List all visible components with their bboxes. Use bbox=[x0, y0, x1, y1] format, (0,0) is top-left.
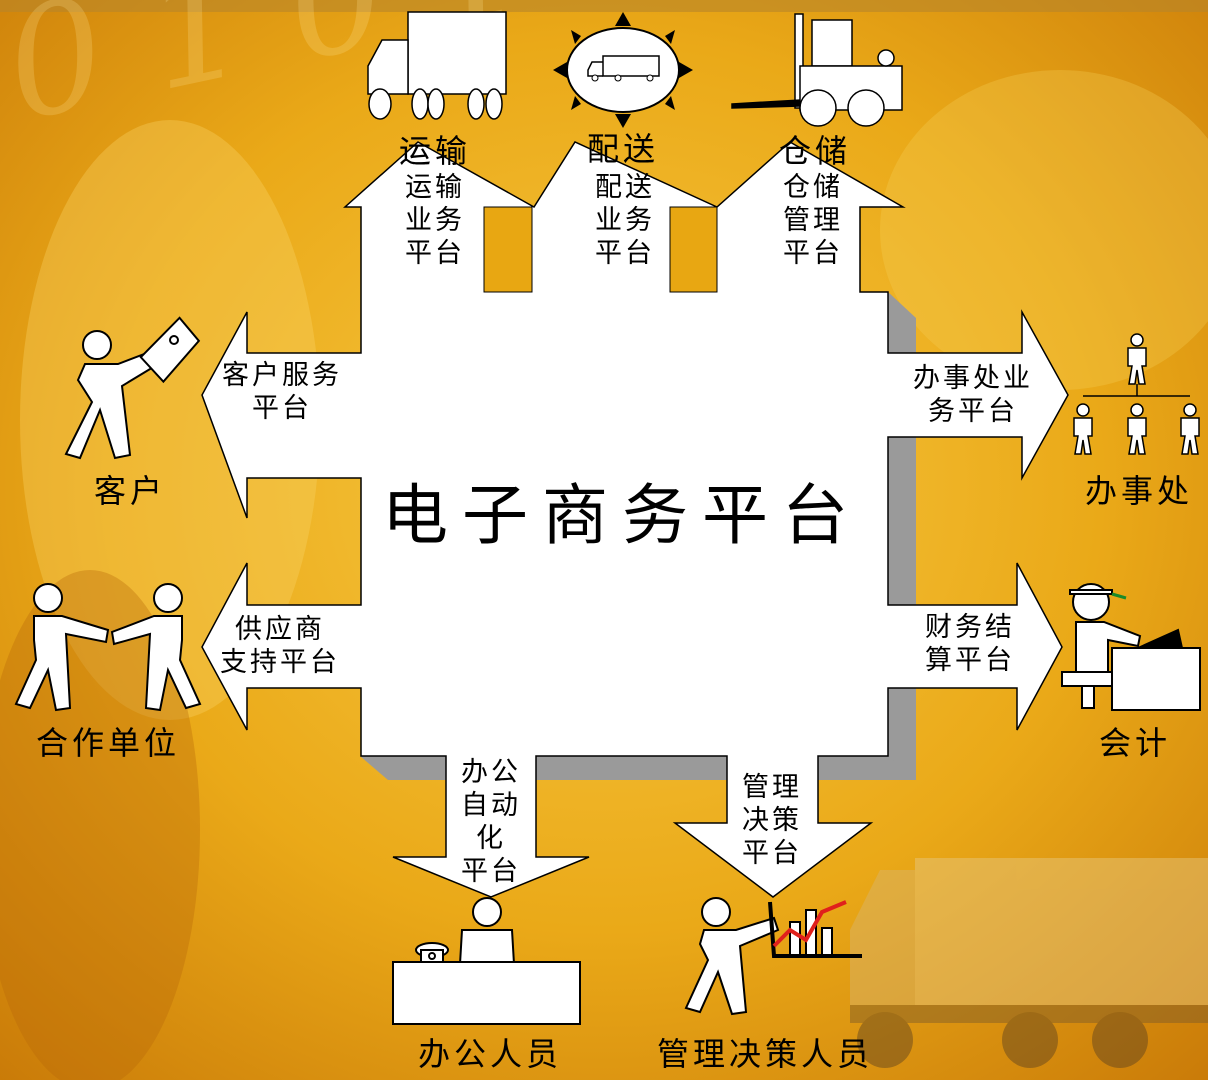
entity-office-staff: 办公人员 bbox=[417, 1035, 562, 1073]
background-truck-icon bbox=[850, 858, 1208, 1068]
entity-partner: 合作单位 bbox=[35, 724, 180, 762]
platform-finance-label: 财务结 算平台 bbox=[925, 612, 1015, 676]
entity-accountant: 会计 bbox=[1098, 724, 1171, 762]
center-title: 电子商务平台 bbox=[382, 477, 862, 554]
accountant-desk-icon bbox=[1061, 583, 1201, 711]
manager-chart-icon bbox=[684, 897, 862, 1016]
platform-supplier-support-label: 供应商 支持平台 bbox=[220, 614, 340, 678]
platform-transport-label: 运输 业务 平台 bbox=[405, 172, 465, 269]
platform-delivery-label: 配送 业务 平台 bbox=[595, 172, 655, 269]
forklift-icon bbox=[731, 13, 903, 127]
truck-icon bbox=[367, 11, 507, 120]
entity-office: 办事处 bbox=[1084, 472, 1193, 510]
delivery-compass-icon bbox=[553, 12, 693, 128]
org-chart-icon bbox=[1073, 333, 1200, 455]
customer-person-icon bbox=[64, 316, 201, 460]
platform-office-automation-label: 办公 自动 化 平台 bbox=[461, 757, 521, 887]
office-worker-desk-icon bbox=[392, 897, 581, 1025]
platform-customer-service-label: 客户服务 平台 bbox=[222, 360, 342, 424]
entity-storage: 仓储 bbox=[778, 132, 851, 170]
entity-transport: 运输 bbox=[398, 132, 471, 170]
background-top-band bbox=[0, 0, 1208, 12]
partners-handshake-icon bbox=[14, 583, 202, 712]
platform-office-business-label: 办事处业 务平台 bbox=[913, 363, 1033, 427]
platform-management-decision-label: 管理 决策 平台 bbox=[742, 772, 802, 869]
platform-shadow bbox=[360, 756, 916, 780]
platform-gap bbox=[483, 206, 533, 293]
platform-storage-label: 仓储 管理 平台 bbox=[783, 172, 843, 269]
entity-delivery: 配送 bbox=[586, 130, 659, 168]
entity-managers: 管理决策人员 bbox=[656, 1035, 873, 1073]
background-glow bbox=[880, 70, 1208, 390]
platform-body bbox=[201, 141, 1069, 898]
entity-customer: 客户 bbox=[93, 472, 166, 510]
platform-shape bbox=[201, 141, 1069, 898]
platform-gap bbox=[669, 206, 718, 293]
